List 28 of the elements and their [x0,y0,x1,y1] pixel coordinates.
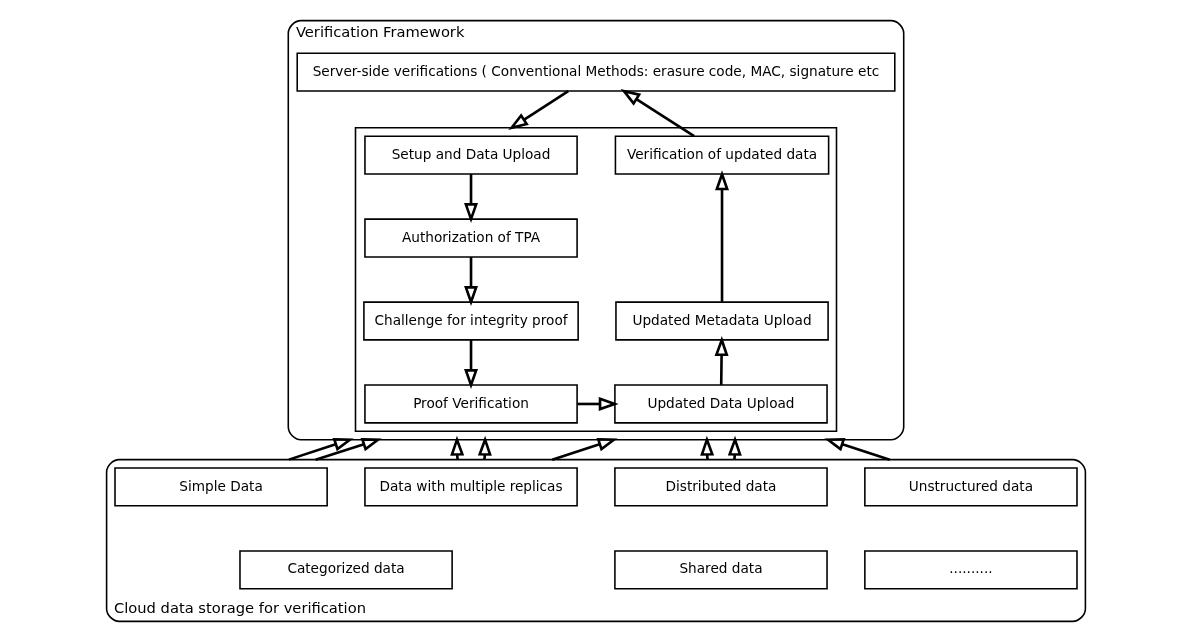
arrow [464,174,479,224]
node-box: .......... [864,550,1078,590]
node-box: Authorization of TPA [364,218,578,258]
node-box: Shared data [614,550,828,590]
arrow [508,90,569,130]
node-box: Distributed data [614,467,828,507]
arrow [315,438,382,461]
arrow [464,340,479,389]
arrow [714,336,729,386]
node-box: Unstructured data [864,467,1078,507]
arrow [551,437,618,461]
arrow [824,437,891,461]
node-box: Challenge for integrity proof [363,301,579,341]
node-box: Proof Verification [364,384,578,424]
node-box: Categorized data [239,550,453,590]
arrow [620,88,695,138]
arrow [288,437,354,461]
node-box: Data with multiple replicas [364,467,578,507]
arrow [464,257,479,307]
node-box: Simple Data [114,467,328,507]
node-box: Updated Metadata Upload [615,301,829,341]
arrow [715,170,730,302]
node-box: Updated Data Upload [614,384,828,424]
node-box: Setup and Data Upload [364,135,578,175]
node-box: Verification of updated data [614,135,830,175]
node-box: Server-side verifications ( Conventional Methods: erasure code, MAC, signature etc [296,52,896,92]
cluster [354,126,838,433]
arrow [577,396,619,411]
